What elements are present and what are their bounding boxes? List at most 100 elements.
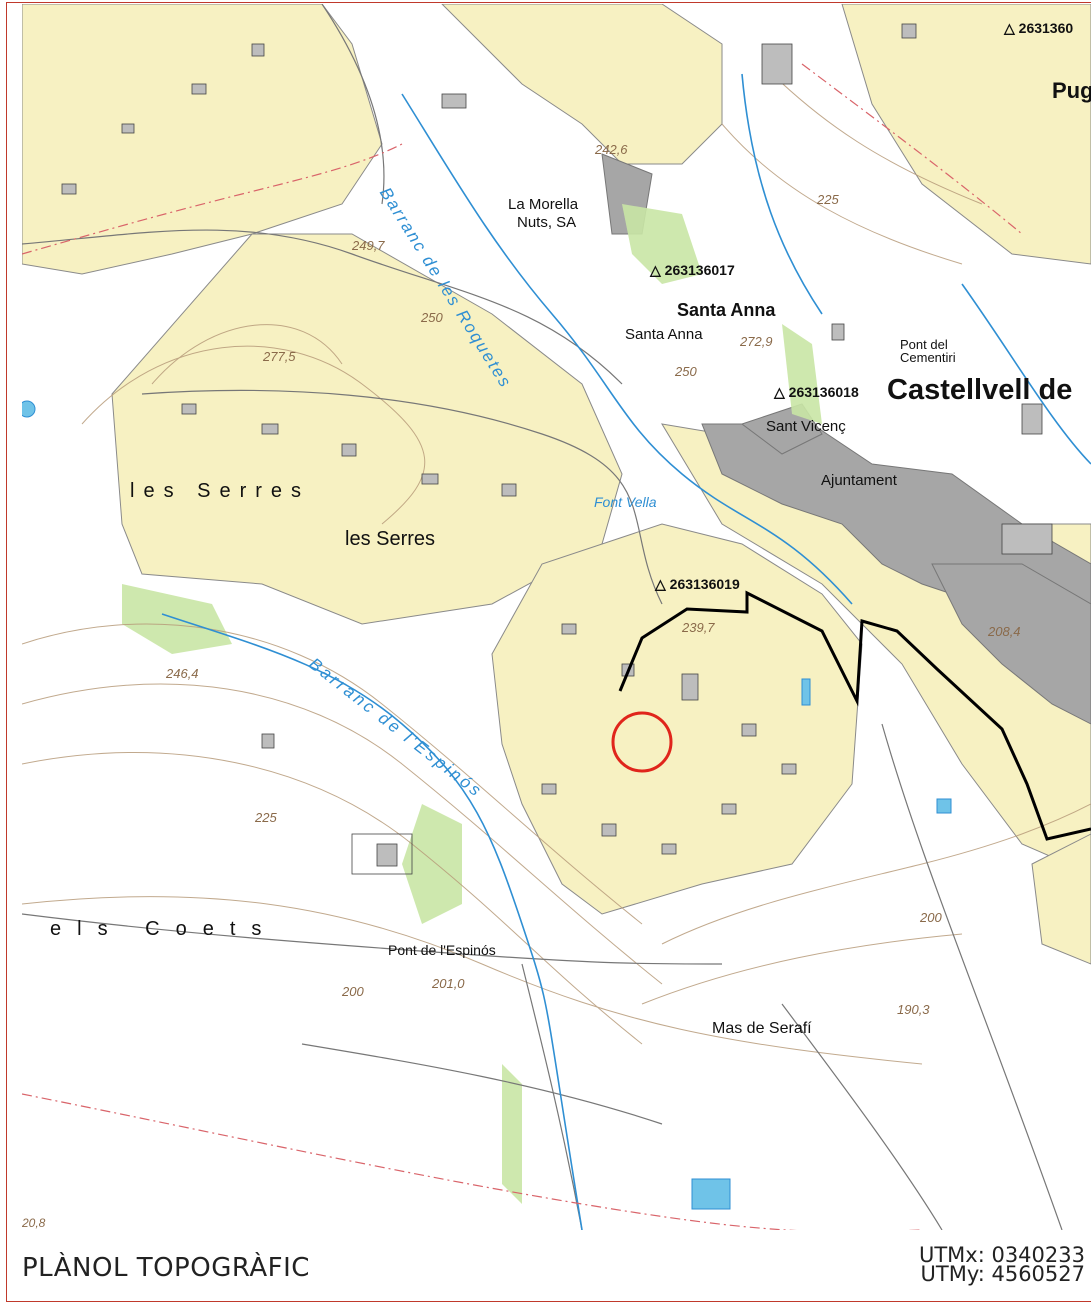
label-pont-cementiri-1: Pont del bbox=[900, 337, 948, 352]
elevation-225b: 225 bbox=[255, 810, 277, 825]
contour-2 bbox=[22, 683, 663, 985]
red-line-south bbox=[22, 1093, 922, 1230]
building-6 bbox=[181, 403, 197, 415]
elevation-250b: 250 bbox=[675, 364, 697, 379]
town-core-block-b bbox=[931, 563, 1091, 725]
utm-x: UTMx: 0340233 bbox=[918, 1243, 1085, 1267]
urban-zone-south-east bbox=[1031, 833, 1091, 965]
label-font-vella: Font Vella bbox=[594, 494, 657, 510]
topographic-map[interactable]: Castellvell de Pug La Morella Nuts, SA S… bbox=[22, 4, 1091, 1230]
contour-10 bbox=[721, 123, 963, 265]
building-5 bbox=[441, 93, 467, 109]
vegetation-d bbox=[402, 804, 462, 924]
elevation-277-5: 277,5 bbox=[263, 349, 296, 364]
urban-zone-north-center bbox=[441, 4, 723, 165]
label-la-morella: La Morella bbox=[508, 196, 579, 213]
elevation-200b: 200 bbox=[920, 910, 942, 925]
vertex-263136017: △ 263136017 bbox=[650, 262, 735, 278]
vertex-263136-top: △ 2631360 bbox=[1004, 20, 1074, 36]
vertex-code: 263136017 bbox=[664, 262, 735, 278]
building-17 bbox=[601, 823, 617, 837]
vegetation-e bbox=[502, 1064, 522, 1204]
label-nuts-sa: Nuts, SA bbox=[517, 214, 577, 231]
elevation-249-7: 249,7 bbox=[352, 238, 385, 253]
elevation-250a: 250 bbox=[421, 310, 443, 325]
road-6 bbox=[881, 723, 1063, 1230]
building-20 bbox=[351, 833, 413, 875]
building-11 bbox=[561, 623, 577, 635]
red-line-north-west bbox=[22, 143, 403, 255]
vertex-code: 2631360 bbox=[1018, 20, 1074, 36]
buildings bbox=[61, 23, 1053, 875]
vertex-263136018: △ 263136018 bbox=[774, 384, 859, 400]
label-santa-anna-small: Santa Anna bbox=[625, 326, 703, 343]
building-14 bbox=[741, 723, 757, 737]
contour-8 bbox=[641, 933, 963, 1005]
building-8 bbox=[341, 443, 357, 457]
building-23 bbox=[831, 323, 845, 341]
urban-zone-north-west bbox=[22, 4, 383, 275]
water-features bbox=[22, 400, 952, 1210]
vertex-263136019: △ 263136019 bbox=[655, 576, 740, 592]
elevation-208-4: 208,4 bbox=[988, 624, 1021, 639]
building-26 bbox=[761, 43, 793, 85]
elevation-239-7: 239,7 bbox=[682, 620, 715, 635]
label-santa-anna-big: Santa Anna bbox=[677, 300, 776, 320]
streams bbox=[161, 73, 1091, 1230]
road-3 bbox=[22, 913, 723, 965]
elevation-190-3: 190,3 bbox=[897, 1002, 930, 1017]
label-pont-espinos: Pont de l'Espinós bbox=[388, 942, 496, 958]
stream-barranc-espinos bbox=[161, 613, 583, 1230]
road-1 bbox=[22, 229, 623, 385]
label-les-serres: les Serres bbox=[345, 528, 436, 550]
stream-east bbox=[961, 283, 1091, 465]
label-castellvell: Castellvell de bbox=[887, 374, 1073, 406]
pool-3 bbox=[801, 678, 811, 706]
contour-4 bbox=[22, 896, 923, 1065]
stream-barranc-roquetes bbox=[401, 93, 853, 605]
building-18 bbox=[661, 843, 677, 855]
label-mas-serafi: Mas de Serafí bbox=[712, 1020, 812, 1037]
elevation-200a: 200 bbox=[342, 984, 364, 999]
label-pont-cementiri-2: Cementiri bbox=[900, 350, 956, 365]
building-4 bbox=[251, 43, 265, 57]
label-pug: Pug bbox=[1052, 78, 1091, 103]
road-2 bbox=[141, 389, 663, 605]
pool-2 bbox=[691, 1178, 731, 1210]
utm-coordinates: UTMx: 0340233 UTMy: 4560527 bbox=[918, 1243, 1086, 1286]
building-7 bbox=[261, 423, 279, 435]
contour-lines bbox=[22, 63, 1091, 1065]
label-ajuntament: Ajuntament bbox=[821, 472, 897, 489]
stream-north bbox=[741, 73, 823, 315]
building-24 bbox=[1001, 523, 1053, 555]
contour-9 bbox=[761, 63, 983, 205]
vertex-code: 263136018 bbox=[788, 384, 859, 400]
elevation-201-0: 201,0 bbox=[432, 976, 465, 991]
urban-zone-residential-south bbox=[491, 523, 863, 915]
elevation-20-8: 20,8 bbox=[22, 1216, 46, 1230]
town-core bbox=[601, 153, 1091, 725]
label-les-serres-spaced: les Serres bbox=[130, 480, 311, 502]
building-10 bbox=[501, 483, 517, 497]
vegetation-a bbox=[622, 204, 702, 284]
building-21 bbox=[376, 843, 398, 867]
elevation-246-4: 246,4 bbox=[166, 666, 199, 681]
contour-3 bbox=[22, 752, 643, 1045]
map-canvas bbox=[22, 4, 1091, 1230]
road-7 bbox=[301, 1043, 663, 1125]
site-marker[interactable] bbox=[611, 711, 673, 773]
elevation-272-9: 272,9 bbox=[740, 334, 773, 349]
vegetation-b bbox=[782, 324, 822, 424]
label-els-coets: els Coets bbox=[50, 918, 278, 940]
building-22 bbox=[261, 733, 275, 749]
label-sant-vicenc: Sant Vicenç bbox=[766, 418, 846, 435]
contour-1 bbox=[22, 623, 643, 925]
utm-y: UTMy: 4560527 bbox=[920, 1262, 1086, 1286]
roads bbox=[22, 4, 1063, 1230]
red-dashed-lines bbox=[22, 63, 1023, 1230]
pool-1 bbox=[936, 798, 952, 814]
building-27 bbox=[901, 23, 917, 39]
building-16 bbox=[541, 783, 557, 795]
road-4 bbox=[521, 963, 583, 1230]
building-19 bbox=[721, 803, 737, 815]
